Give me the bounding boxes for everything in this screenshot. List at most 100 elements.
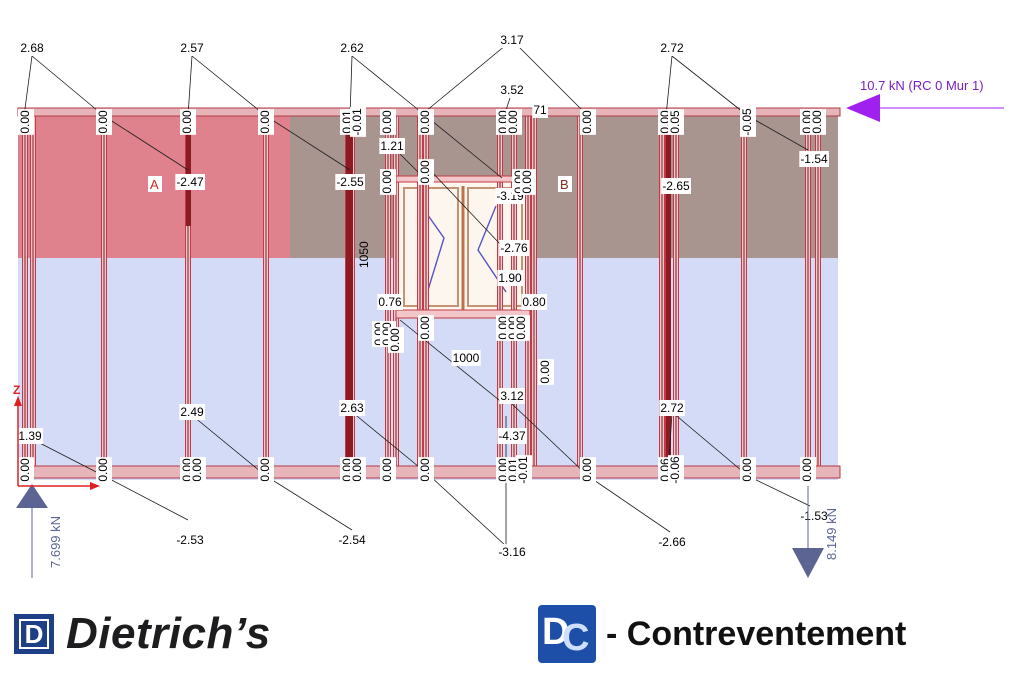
mid-force-label: 2.63	[340, 401, 364, 415]
leader-line	[587, 475, 671, 533]
top-force-label: 2.68	[20, 41, 44, 55]
top-stud-value: 0.00	[580, 110, 594, 134]
bottom-force-label: -2.53	[176, 533, 204, 547]
upper-force-label: -2.76	[500, 241, 528, 255]
mid-force-label: 1.39	[18, 429, 42, 443]
bottom-stud-value: 0.00	[190, 458, 204, 482]
window-sill-value-bg	[418, 315, 434, 341]
mid-force-label-bg	[179, 404, 206, 420]
leader-line	[425, 115, 503, 179]
upper-force-label-bg	[380, 169, 396, 195]
bottom-stud-value-bg	[190, 457, 206, 483]
window-sill-value: 0.00	[514, 316, 528, 340]
top-force-label: 3.17	[500, 33, 524, 47]
top-stud-value: 0.00	[258, 110, 272, 134]
bottom-stud-value: 0.00	[800, 458, 814, 482]
leader-line	[349, 55, 353, 117]
upper-force-label: 1.21	[380, 139, 404, 153]
upper-force-label: -2.47	[176, 175, 204, 189]
upper-force-label-bg	[521, 294, 548, 310]
top-force-label: 3.52	[500, 83, 524, 97]
top-stud-value-bg	[180, 109, 196, 135]
right-reaction-label: 8.149 kN	[824, 508, 839, 560]
upper-force-label-bg	[520, 169, 536, 195]
top-stud-value: 0.00	[18, 110, 32, 134]
window-height-dimension: 1050	[357, 241, 371, 268]
leader-line	[187, 411, 267, 477]
bottom-stud-value: 0.00	[418, 458, 432, 482]
dietrichs-wordmark: Dietrich’s	[66, 609, 271, 658]
bottom-stud-value: 0.00	[350, 458, 364, 482]
bottom-force-label-bg	[657, 534, 687, 550]
z-axis-label: Z	[13, 383, 20, 397]
dietrichs-d-letter: D	[19, 619, 49, 649]
top-force-label: 2.72	[660, 41, 684, 55]
top-force-label-bg	[179, 40, 206, 56]
top-stud-value: 0.05	[668, 110, 682, 134]
leader-line	[23, 55, 33, 117]
upper-force-label-bg	[335, 174, 365, 190]
bottom-force-label-bg	[799, 508, 829, 524]
leader-line	[511, 403, 589, 477]
bottom-stud-value: 0.00	[18, 458, 32, 482]
bottom-stud-value: 0.00	[258, 458, 272, 482]
top-stud-value-bg	[18, 109, 34, 135]
top-stud-value: 0.00	[96, 110, 110, 134]
top-stud-value-bg	[258, 109, 274, 135]
top-stud-value-bg	[810, 109, 826, 135]
horizontal-load-label: 10.7 kN (RC 0 Mur 1)	[860, 78, 984, 93]
leader-line	[419, 39, 513, 117]
leader-line	[747, 475, 811, 507]
mid-force-label-bg	[451, 350, 481, 366]
top-force-label: 2.57	[180, 41, 204, 55]
top-force-label-bg	[499, 32, 526, 48]
bottom-stud-value-bg	[96, 457, 112, 483]
upper-force-label: 71	[533, 103, 547, 117]
dc-contreventement-logo: D C - Contreventement	[538, 604, 906, 664]
bottom-force-label-bg	[175, 532, 205, 548]
leader-line	[429, 169, 501, 245]
horizontal-load-arrow	[846, 94, 880, 122]
leader-line	[265, 115, 351, 171]
panel-b-letter: B	[560, 177, 569, 192]
upper-force-label-bg	[499, 240, 529, 256]
stud-highlight	[346, 116, 353, 466]
top-stud-value: 0.00	[380, 110, 394, 134]
window-sill-value: 0.00	[418, 316, 432, 340]
upper-force-label-bg	[799, 151, 829, 167]
window-opening-mark-right	[477, 205, 507, 293]
panel-a-tag	[148, 176, 162, 192]
leader-line	[187, 55, 193, 117]
mid-force-label-bg	[538, 359, 554, 385]
leader-line	[191, 55, 267, 117]
bottom-stud-value: -0.01	[516, 456, 530, 484]
bottom-force-label: -2.66	[658, 535, 686, 549]
bottom-force-label: -1.53	[800, 509, 828, 523]
window-sill-value: 0.00	[388, 328, 402, 352]
bottom-stud-value-bg	[516, 455, 532, 485]
bottom-stud-value: 0.00	[740, 458, 754, 482]
upper-force-label: 0.80	[522, 295, 546, 309]
bottom-stud-value-bg	[740, 457, 756, 483]
top-force-label-bg	[499, 82, 526, 98]
bottom-stud-value: 0.00	[580, 458, 594, 482]
dc-contreventement-title: - Contreventement	[606, 614, 907, 653]
upper-force-label: 0.00	[520, 170, 534, 194]
bottom-stud-value: -0.06	[668, 456, 682, 484]
top-stud-value: -0.01	[350, 108, 364, 136]
top-stud-value-bg	[668, 109, 684, 135]
top-stud-value-bg	[418, 109, 434, 135]
top-stud-value-bg	[380, 109, 396, 135]
bottom-stud-value: 0.00	[96, 458, 110, 482]
left-reaction-arrow	[16, 484, 48, 508]
mid-force-label: 2.49	[180, 405, 204, 419]
bottom-force-label-bg	[337, 532, 367, 548]
upper-force-label-bg	[497, 270, 524, 286]
bottom-stud-value-bg	[418, 457, 434, 483]
top-force-label-bg	[659, 40, 686, 56]
mid-force-label-bg	[339, 400, 366, 416]
top-stud-value-bg	[506, 109, 522, 135]
bottom-stud-value-bg	[580, 457, 596, 483]
